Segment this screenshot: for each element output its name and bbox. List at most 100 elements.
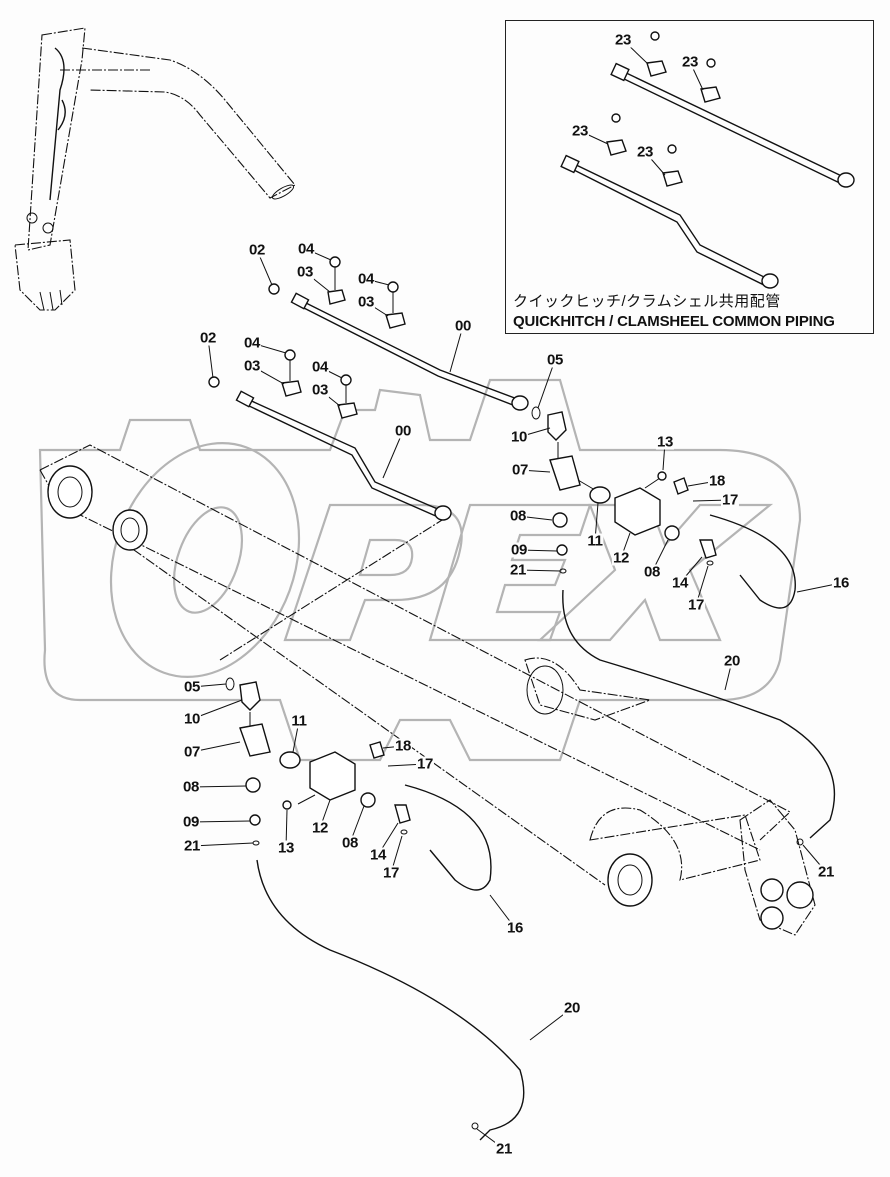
callout-00-lower[interactable]: 00: [393, 422, 413, 440]
inset-clamp-b: [700, 86, 721, 103]
hose-16-left: [404, 784, 492, 891]
callout-11-right[interactable]: 11: [586, 532, 604, 550]
inset-clamp-d: [662, 170, 683, 187]
clamp-03-lower-a: [281, 380, 302, 397]
callout-03-upper-b[interactable]: 03: [356, 293, 376, 311]
callout-05-right[interactable]: 05: [545, 351, 565, 369]
callout-11-left[interactable]: 11: [290, 712, 308, 730]
adapter-09-left: [249, 814, 261, 826]
leader-line-05-right: [537, 359, 556, 409]
inset-drawing: [560, 31, 855, 289]
callout-10-right[interactable]: 10: [509, 428, 529, 446]
callout-18-right[interactable]: 18: [707, 472, 727, 490]
callout-17-left-b[interactable]: 17: [381, 864, 401, 882]
boom-head-bore: [607, 853, 653, 907]
callout-09-left[interactable]: 09: [181, 813, 201, 831]
watermark-letter-o-inner: [173, 506, 243, 614]
valve-block-12-right: [614, 487, 661, 536]
callout-04-upper-a[interactable]: 04: [296, 240, 316, 258]
bolt-13-right: [657, 471, 667, 481]
oring-05-right: [531, 406, 541, 420]
boom-body: [39, 444, 816, 936]
clamp-03-upper-b: [385, 312, 406, 329]
adapter-08-left-b: [360, 792, 376, 808]
callout-18-left[interactable]: 18: [393, 737, 413, 755]
clamp-03-lower-b: [337, 402, 358, 419]
callout-17-right-b[interactable]: 17: [686, 596, 706, 614]
callout-20-right[interactable]: 20: [722, 652, 742, 670]
callout-07-right[interactable]: 07: [510, 461, 530, 479]
inset-box-quickhitch-piping: [505, 20, 874, 334]
callout-04-lower-a[interactable]: 04: [242, 334, 262, 352]
adapter-09-right: [556, 544, 568, 556]
boom-foot-bore: [47, 465, 93, 519]
callout-16-right[interactable]: 16: [831, 574, 851, 592]
callout-inset-23-d[interactable]: 23: [635, 143, 655, 161]
callout-13-right[interactable]: 13: [655, 433, 675, 451]
callout-03-upper-a[interactable]: 03: [295, 263, 315, 281]
bolt-04-upper-a: [329, 256, 341, 268]
oring-21-right-b: [796, 838, 804, 846]
inset-clamp-a: [646, 60, 667, 77]
excavator-arm-thumbnail: [14, 27, 296, 311]
callout-21-bottom[interactable]: 21: [494, 1140, 514, 1158]
plug-02-lower: [208, 376, 220, 388]
elbow-18-left: [369, 741, 385, 759]
callout-05-left[interactable]: 05: [182, 678, 202, 696]
callout-04-lower-b[interactable]: 04: [310, 358, 330, 376]
fitting-group-left: [225, 677, 525, 1141]
callout-21-left[interactable]: 21: [182, 837, 202, 855]
valve-block-12-left: [309, 751, 356, 801]
callout-03-lower-b[interactable]: 03: [310, 381, 330, 399]
callout-16-left[interactable]: 16: [505, 919, 525, 937]
callout-17-right-a[interactable]: 17: [720, 491, 740, 509]
callout-03-lower-a[interactable]: 03: [242, 357, 262, 375]
elbow-10-left: [239, 681, 261, 711]
callout-inset-23-a[interactable]: 23: [613, 31, 633, 49]
callout-14-left[interactable]: 14: [368, 846, 388, 864]
callout-08-left-b[interactable]: 08: [340, 834, 360, 852]
callout-inset-23-b[interactable]: 23: [680, 53, 700, 71]
callout-12-left[interactable]: 12: [310, 819, 330, 837]
callout-12-right[interactable]: 12: [611, 549, 631, 567]
elbow-14-right: [699, 539, 717, 559]
elbow-18-right: [673, 477, 689, 495]
tee-07-left: [239, 723, 271, 757]
callout-07-left[interactable]: 07: [182, 743, 202, 761]
callout-08-left-a[interactable]: 08: [181, 778, 201, 796]
oring-17-right-b: [706, 560, 714, 566]
callout-08-right-b[interactable]: 08: [642, 563, 662, 581]
oring-21-left: [252, 840, 260, 846]
callout-inset-23-c[interactable]: 23: [570, 122, 590, 140]
boom-pin-bore: [112, 509, 148, 551]
callout-08-right-a[interactable]: 08: [508, 507, 528, 525]
clamp-03-upper-a: [327, 289, 346, 305]
callout-02-upper[interactable]: 02: [247, 241, 267, 259]
bolt-04-lower-b: [340, 374, 352, 386]
callout-13-left[interactable]: 13: [276, 839, 296, 857]
watermark-gear-outline: [38, 378, 802, 762]
oring-05-left: [225, 677, 235, 691]
callout-09-right[interactable]: 09: [509, 541, 529, 559]
bolt-13-left: [282, 800, 292, 810]
callout-21-right-a[interactable]: 21: [508, 561, 528, 579]
adapter-08-right-b: [664, 525, 680, 541]
oring-21-bottom: [471, 1122, 479, 1130]
callout-17-left-a[interactable]: 17: [415, 755, 435, 773]
bolt-04-upper-b: [387, 281, 399, 293]
callout-02-lower[interactable]: 02: [198, 329, 218, 347]
callout-14-right[interactable]: 14: [670, 574, 690, 592]
callout-10-left[interactable]: 10: [182, 710, 202, 728]
callout-04-upper-b[interactable]: 04: [356, 270, 376, 288]
callout-21-right-b[interactable]: 21: [816, 863, 836, 881]
elbow-10-right: [547, 411, 567, 441]
oring-17-left-b: [400, 829, 408, 835]
oring-21-right-a: [559, 568, 567, 574]
leader-line-00-lower: [382, 430, 404, 479]
hose-20-right: [562, 589, 836, 839]
callout-20-bottom[interactable]: 20: [562, 999, 582, 1017]
callout-00-upper[interactable]: 00: [453, 317, 473, 335]
bolt-04-lower-a: [284, 349, 296, 361]
